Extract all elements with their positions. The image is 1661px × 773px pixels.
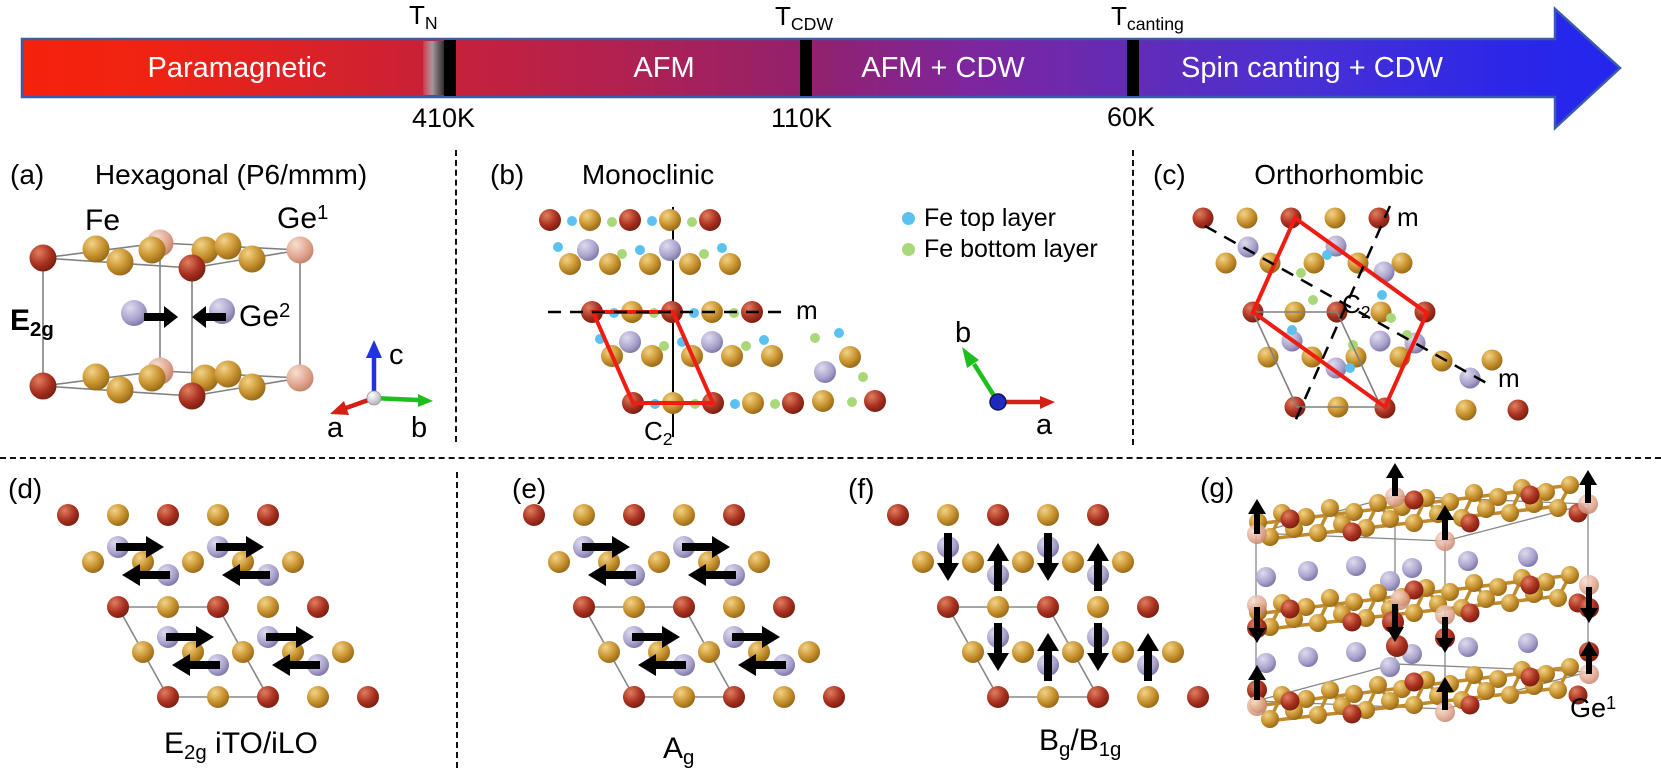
panel-b-structure: [539, 207, 1055, 437]
transition-temp-tcanting: 60K: [1107, 102, 1156, 132]
panel-f-structure: [886, 503, 1210, 709]
tn-tick: [444, 40, 456, 96]
divider-a-b: [455, 150, 457, 442]
panel-b-tag: (b): [490, 159, 525, 190]
unit-cell-orthorhombic: [1250, 214, 1430, 411]
phase-label-afm: AFM: [633, 52, 695, 84]
divider-b-c: [1132, 150, 1134, 445]
legend-row-bottom-layer: Fe bottom layer: [902, 234, 1098, 265]
c2-label-c: C2: [1342, 289, 1371, 323]
transition-label-tcanting: Tcanting: [1111, 1, 1184, 35]
axis-a-label: a: [327, 412, 344, 444]
mirror-label-b: m: [796, 295, 818, 325]
phase-label-afm-cdw: AFM + CDW: [861, 52, 1025, 84]
tcdw-tick: [800, 40, 812, 96]
mode-label-bg-b1g: Bg/B1g: [1039, 724, 1122, 762]
phase-label-paramagnetic: Paramagnetic: [147, 52, 327, 84]
ab-axes-widget: [962, 347, 1055, 411]
phase-label-spin-canting-cdw: Spin canting + CDW: [1181, 52, 1443, 84]
legend-label: Fe top layer: [924, 204, 1057, 232]
panel-g-structure: [1247, 463, 1599, 730]
panel-a-structure: [29, 229, 433, 415]
ge2-atom: [121, 300, 147, 326]
divider-d-e: [456, 472, 458, 768]
ge2-label: Ge2: [239, 299, 291, 333]
tn-crossover-shade: [423, 41, 444, 95]
fe-layer-legend: Fe top layer Fe bottom layer: [902, 203, 1098, 265]
legend-label: Fe bottom layer: [924, 235, 1098, 263]
canting-arrows: [1248, 463, 1598, 710]
transition-temp-tcdw: 110K: [771, 103, 833, 133]
axis-b-label: b: [411, 412, 428, 444]
mode-label-ag: Ag: [663, 732, 695, 770]
ge1-label: Ge1: [277, 201, 329, 235]
fe-top-layer-swatch: [902, 212, 915, 225]
ge1-label-g: Ge1: [1570, 691, 1617, 723]
panel-d-tag: (d): [8, 473, 43, 504]
panel-d-structure: [56, 503, 380, 709]
fe-label: Fe: [85, 204, 121, 237]
transition-label-tn: TN: [409, 0, 438, 34]
mirror-label-c-bottom: m: [1498, 363, 1520, 393]
phase-arrow: [20, 6, 1622, 131]
e2g-mode-arrows: [144, 306, 226, 328]
axis-b-label: b: [955, 317, 972, 349]
axis-a-label: a: [1036, 409, 1053, 441]
panel-c-title: Orthorhombic: [1254, 159, 1424, 190]
mirror-label-c-top: m: [1397, 202, 1419, 232]
abc-axes-widget: [330, 340, 433, 415]
divider-horizontal: [0, 457, 1661, 459]
vertical-mode-arrows: [937, 533, 1159, 681]
panel-c-structure: [1192, 205, 1529, 427]
legend-row-top-layer: Fe top layer: [902, 203, 1098, 234]
c2-label-b: C2: [644, 416, 673, 450]
fe-bottom-layer-swatch: [902, 243, 915, 256]
tcanting-tick: [1127, 40, 1139, 96]
panel-g-tag: (g): [1200, 472, 1235, 503]
panel-e-structure: [522, 503, 846, 709]
panel-f-tag: (f): [848, 473, 875, 504]
hexagonal-cell-outline: [1251, 311, 1383, 408]
fe-top-layer-dots: [1287, 250, 1387, 373]
mode-label-e2g-ito-ilo: E2g iTO/iLO: [164, 727, 318, 765]
mirror-line-shallow: [1204, 224, 1491, 387]
fe-top-layer-dots: [553, 216, 844, 409]
transition-label-tcdw: TCDW: [775, 1, 834, 35]
panel-a-tag: (a): [10, 159, 45, 190]
panel-b-title: Monoclinic: [581, 159, 715, 190]
axis-c-label: c: [389, 339, 404, 371]
panel-a-title: Hexagonal (P6/mmm): [94, 159, 368, 190]
e2g-label: E2g: [10, 304, 54, 342]
panel-e-tag: (e): [512, 473, 547, 504]
mirror-line-steep: [1291, 205, 1392, 427]
panel-c-tag: (c): [1153, 159, 1186, 190]
transition-temp-tn: 410K: [412, 103, 476, 133]
